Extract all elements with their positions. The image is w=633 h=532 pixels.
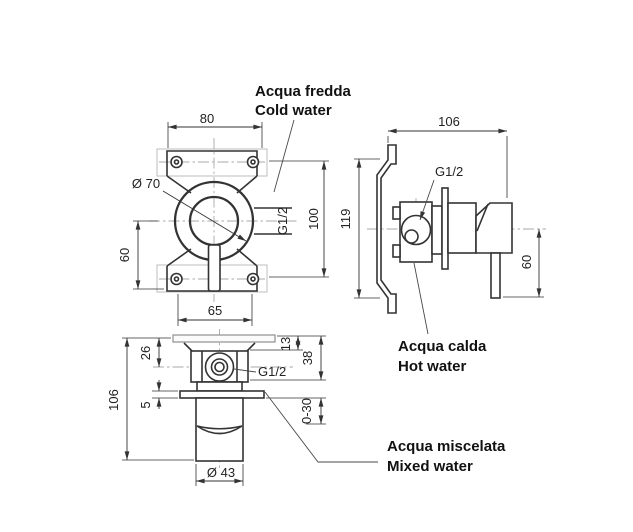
dim-text-70: Ø 70: [132, 176, 160, 191]
mounting-plate-top-outline: [156, 148, 268, 177]
hot-water-label-it: Acqua calda: [398, 338, 487, 355]
thread-label-front: G1/2: [275, 207, 290, 235]
lever-arc: [196, 425, 243, 435]
cold-water-label-it: Acqua fredda: [255, 83, 352, 100]
mixed-water-label-en: Mixed water: [387, 458, 473, 475]
dim-106-bottom: 106: [106, 337, 194, 461]
wall-plate-edge: [172, 334, 276, 343]
cold-water-callout: Acqua fredda Cold water: [255, 83, 352, 193]
handle-head-side: [475, 202, 513, 254]
dim-text-60-front: 60: [117, 248, 132, 262]
hot-water-label-en: Hot water: [398, 358, 467, 375]
inlet-port-side: [400, 214, 432, 246]
mixed-water-label-it: Acqua miscelata: [387, 438, 506, 455]
outer-body-side: [447, 202, 477, 254]
mixed-outlet-port: [204, 352, 235, 382]
dim-60-side: 60: [503, 229, 544, 298]
side-view: 106 119 60 G1/2 Acqua calda Hot water: [338, 114, 546, 375]
dim-text-43: Ø 43: [207, 465, 235, 480]
hot-water-callout: Acqua calda Hot water: [398, 262, 487, 375]
dim-26: 26: [138, 338, 162, 367]
dim-5: 5: [138, 380, 178, 409]
escutcheon-plate-side: [441, 187, 449, 270]
dim-text-5: 5: [138, 401, 153, 408]
mixed-water-callout: Acqua miscelata Mixed water: [264, 391, 506, 475]
dim-80: 80: [167, 111, 263, 148]
dim-text-65: 65: [208, 303, 222, 318]
dim-13: 13: [250, 335, 326, 351]
thread-callout-side: G1/2: [419, 164, 463, 221]
dim-60-front: 60: [117, 220, 164, 290]
dim-text-38: 38: [300, 351, 315, 365]
wall-rail-profile: [376, 144, 397, 314]
thread-callout-front: G1/2: [254, 207, 292, 235]
dim-100: 100: [269, 160, 329, 278]
thread-callout-bottom: G1/2: [233, 364, 286, 379]
dim-text-100: 100: [306, 208, 321, 230]
dim-38: 38: [250, 336, 326, 381]
thread-label-side: G1/2: [435, 164, 463, 179]
dim-diameter-43: Ø 43: [195, 464, 244, 486]
escutcheon-flange-bottom: [179, 390, 265, 399]
valve-body-bottom: [190, 350, 249, 383]
dim-diameter-70: Ø 70: [132, 176, 247, 242]
dim-text-106-side: 106: [438, 114, 460, 129]
bottom-view: G1/2 106 26 5 13 38: [106, 329, 506, 486]
dim-text-119: 119: [338, 209, 353, 230]
dim-119: 119: [338, 158, 380, 299]
screw-holes: [170, 155, 260, 286]
dim-text-60-side: 60: [519, 255, 534, 269]
dim-text-13: 13: [278, 337, 293, 351]
dim-65: 65: [177, 294, 253, 326]
thread-label-bottom: G1/2: [258, 364, 286, 379]
dim-text-26: 26: [138, 346, 153, 360]
dim-text-80: 80: [200, 111, 214, 126]
lever-rod-side: [490, 252, 501, 299]
dim-106-side: 106: [387, 114, 508, 198]
dim-text-106-bottom: 106: [106, 389, 121, 411]
dim-text-0-30: 0-30: [299, 398, 314, 424]
dim-0-30: 0-30: [266, 397, 326, 425]
lever-handle: [207, 244, 221, 292]
cold-water-label-en: Cold water: [255, 102, 332, 119]
front-view: G1/2 Ø 70 80 100 60 65: [117, 111, 329, 326]
